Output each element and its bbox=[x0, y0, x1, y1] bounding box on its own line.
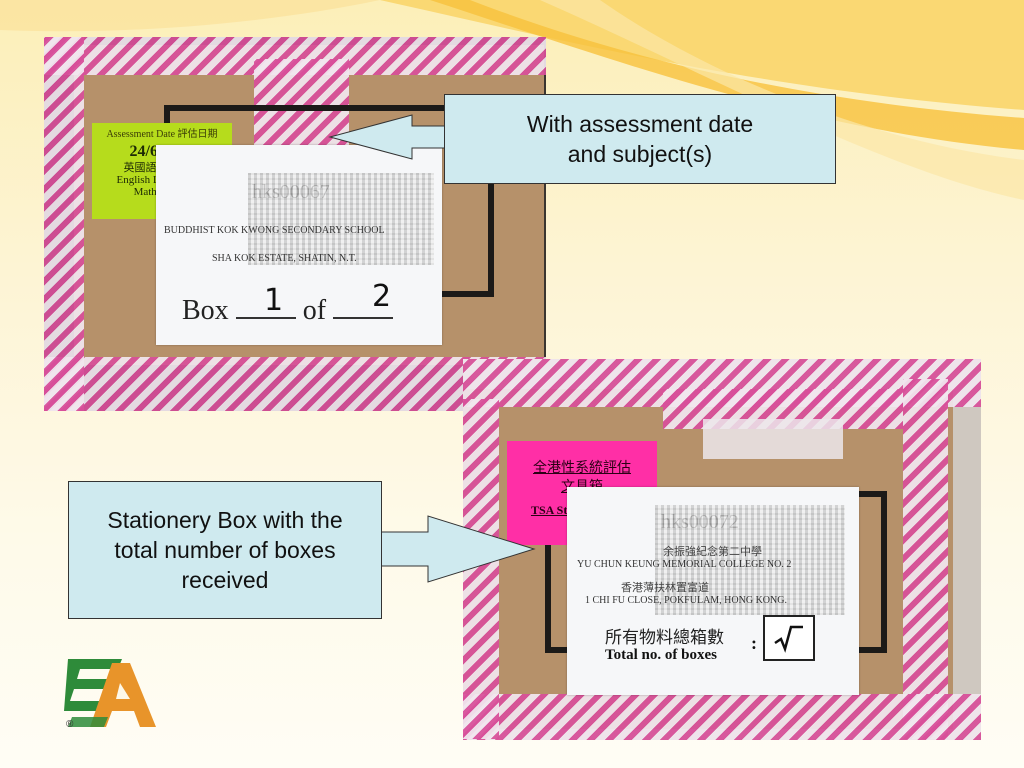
school-name: BUDDHIST KOK KWONG SECONDARY SCHOOL bbox=[164, 225, 385, 236]
callout-stationery-box: Stationery Box with the total number of … bbox=[68, 481, 382, 619]
callout-bottom-line3: received bbox=[181, 567, 269, 593]
callout-assessment-date: With assessment date and subject(s) bbox=[444, 94, 836, 184]
hkeaa-logo-icon bbox=[64, 659, 156, 727]
registered-mark: ® bbox=[66, 719, 74, 730]
box-total-blank bbox=[333, 291, 394, 319]
callout-top-line2: and subject(s) bbox=[567, 141, 713, 167]
school-address-zh: 香港薄扶林置富道 bbox=[621, 582, 709, 594]
school-name-en: YU CHUN KEUNG MEMORIAL COLLEGE NO. 2 bbox=[577, 559, 792, 570]
school-address: SHA KOK ESTATE, SHATIN, N.T. bbox=[212, 253, 357, 264]
box-word: Box bbox=[182, 295, 229, 326]
privacy-blur bbox=[248, 173, 434, 265]
total-boxes-colon: : bbox=[751, 633, 757, 653]
callout-bottom-line2: total number of boxes bbox=[114, 537, 336, 563]
handwritten-box-total: 2 bbox=[372, 279, 392, 314]
school-address-en: 1 CHI FU CLOSE, POKFULAM, HONG KONG. bbox=[585, 595, 787, 606]
callout-bottom-line1: Stationery Box with the bbox=[107, 507, 343, 533]
school-name-zh: 余振強紀念第二中學 bbox=[663, 546, 762, 558]
total-boxes-entry bbox=[763, 615, 815, 661]
total-boxes-en: Total no. of boxes bbox=[605, 647, 717, 663]
school-label: hks00072 余振強紀念第二中學 YU CHUN KEUNG MEMORIA… bbox=[567, 487, 859, 695]
security-tape-bottom bbox=[44, 357, 546, 411]
box-count-line: Box of bbox=[182, 291, 394, 327]
of-word: of bbox=[302, 295, 327, 326]
box-number-blank bbox=[235, 291, 296, 319]
assessment-date-heading: Assessment Date 評估日期 bbox=[106, 129, 218, 140]
hkeaa-logo: ® bbox=[62, 653, 162, 737]
security-tape-left bbox=[44, 37, 84, 411]
handwritten-box-number: 1 bbox=[264, 283, 284, 318]
handwritten-total-mark bbox=[774, 625, 803, 653]
stationery-label-zh-line1: 全港性系統評估 bbox=[533, 461, 631, 476]
security-tape-bottom bbox=[463, 694, 981, 740]
total-boxes-zh: 所有物料總箱數 bbox=[605, 628, 724, 647]
school-label: hks00067 BUDDHIST KOK KWONG SECONDARY SC… bbox=[156, 145, 442, 345]
callout-top-line1: With assessment date bbox=[526, 111, 754, 137]
security-tape-right bbox=[903, 379, 948, 739]
clear-tape bbox=[703, 419, 843, 459]
callout-arrow-left bbox=[328, 114, 447, 160]
callout-arrow-right bbox=[379, 515, 536, 583]
box-photo-stationery: 全港性系統評估 文具箱 TSA Stationery Box hks00072 … bbox=[463, 359, 981, 740]
privacy-blur bbox=[655, 505, 845, 615]
